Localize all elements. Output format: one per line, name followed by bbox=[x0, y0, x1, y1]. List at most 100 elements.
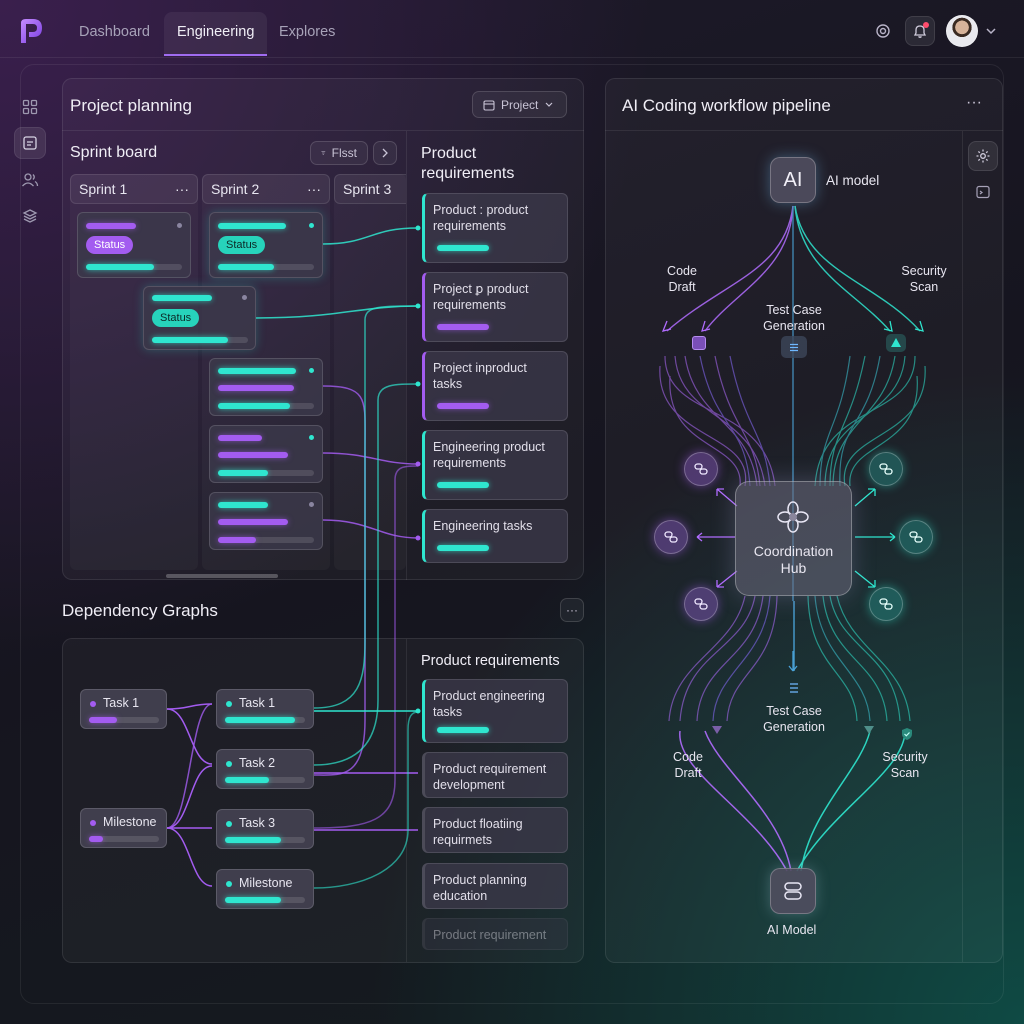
workspace-frame bbox=[20, 64, 1004, 1004]
requirement-text: Product planning education bbox=[433, 873, 527, 903]
requirement-text: Engineering tasks bbox=[433, 519, 533, 533]
more-icon: ··· bbox=[566, 603, 578, 617]
test-case-icon[interactable] bbox=[781, 336, 807, 358]
task-card[interactable]: Status bbox=[209, 212, 323, 278]
requirements-title: Product requirements bbox=[421, 145, 515, 182]
requirement-card-partial[interactable]: Product requirement bbox=[422, 918, 568, 950]
filter-icon bbox=[321, 151, 326, 155]
requirement-text: Project inproduct tasks bbox=[433, 361, 527, 391]
more-icon[interactable]: ··· bbox=[175, 181, 189, 197]
dependency-graphs-title: Dependency Graphs bbox=[62, 601, 218, 620]
agent-node[interactable] bbox=[684, 587, 718, 621]
graph-node[interactable]: Task 1 bbox=[216, 689, 314, 729]
graph-node[interactable]: Task 3 bbox=[216, 809, 314, 849]
requirement-text: Engineering product requirements bbox=[433, 440, 545, 470]
more-button[interactable]: ··· bbox=[966, 94, 982, 111]
sprint-label: Sprint 1 bbox=[79, 181, 128, 197]
horizontal-scrollbar[interactable] bbox=[166, 574, 278, 578]
ai-model-node[interactable]: AI bbox=[770, 157, 816, 203]
divider bbox=[406, 639, 407, 962]
top-navigation-bar bbox=[0, 0, 1024, 58]
next-button[interactable] bbox=[373, 141, 397, 165]
task-card[interactable] bbox=[209, 358, 323, 416]
sprint-2-header[interactable]: Sprint 2··· bbox=[202, 174, 330, 204]
filter-button[interactable]: Flsst bbox=[310, 141, 368, 165]
status-badge: Status bbox=[86, 236, 134, 254]
project-dropdown[interactable]: Project bbox=[472, 91, 567, 118]
sprint-3-header[interactable]: Sprint 3 bbox=[334, 174, 406, 204]
agent-node[interactable] bbox=[869, 452, 903, 486]
requirement-card[interactable]: Product engineering tasks bbox=[422, 679, 568, 743]
agent-node[interactable] bbox=[654, 520, 688, 554]
task-card[interactable] bbox=[209, 425, 323, 483]
graph-node[interactable]: Task 2 bbox=[216, 749, 314, 789]
sidebar-item-layers[interactable] bbox=[14, 200, 46, 232]
help-button[interactable] bbox=[868, 16, 898, 46]
tab-dashboard[interactable]: Dashboard bbox=[79, 24, 150, 40]
ai-model-output-node[interactable] bbox=[770, 868, 816, 914]
more-icon[interactable]: ··· bbox=[307, 181, 321, 197]
sidebar-item-grid[interactable] bbox=[14, 91, 46, 123]
agent-node[interactable] bbox=[869, 587, 903, 621]
requirement-card[interactable]: Engineering product requirements bbox=[422, 430, 568, 500]
chevron-right-icon bbox=[382, 148, 388, 158]
requirement-card[interactable]: Product requirement development bbox=[422, 752, 568, 798]
tab-engineering[interactable]: Engineering bbox=[164, 12, 268, 56]
node-label: Milestone bbox=[103, 815, 157, 829]
link-icon bbox=[664, 531, 678, 543]
notifications-button[interactable] bbox=[905, 16, 935, 46]
requirement-card[interactable]: Product planning education bbox=[422, 863, 568, 909]
ai-model-bottom-label: AI Model bbox=[767, 923, 817, 937]
link-icon bbox=[909, 531, 923, 543]
requirement-card[interactable]: Engineering tasks bbox=[422, 509, 568, 563]
requirement-card[interactable]: Project ꝑ product requirements bbox=[422, 272, 568, 342]
dependency-connectors bbox=[166, 225, 421, 889]
node-label: Task 2 bbox=[239, 756, 276, 770]
node-label: Task 1 bbox=[239, 696, 276, 710]
requirement-card[interactable]: Product : product requirements bbox=[422, 193, 568, 263]
agent-node[interactable] bbox=[684, 452, 718, 486]
terminal-button[interactable] bbox=[968, 177, 998, 207]
task-card[interactable]: Status bbox=[77, 212, 191, 278]
link-icon bbox=[694, 463, 708, 475]
funnel-icon bbox=[864, 726, 874, 734]
code-draft-icon[interactable] bbox=[692, 336, 706, 350]
task-card[interactable] bbox=[209, 492, 323, 550]
agent-node[interactable] bbox=[899, 520, 933, 554]
sprint-1-header[interactable]: Sprint 1 ··· bbox=[70, 174, 198, 204]
divider bbox=[605, 130, 1003, 131]
more-button[interactable]: ··· bbox=[560, 598, 584, 622]
document-icon bbox=[23, 136, 37, 150]
chevron-down-icon[interactable] bbox=[985, 26, 997, 36]
project-planning-panel bbox=[62, 78, 584, 580]
dependency-graph-panel bbox=[62, 638, 584, 963]
terminal-icon bbox=[976, 185, 990, 199]
graph-node-milestone[interactable]: Milestone bbox=[80, 808, 167, 848]
settings-button[interactable] bbox=[968, 141, 998, 171]
tab-explores[interactable]: Explores bbox=[279, 24, 336, 40]
status-badge: Status bbox=[152, 309, 200, 327]
graph-node-milestone[interactable]: Milestone bbox=[216, 869, 314, 909]
task-card-dragging[interactable]: Status bbox=[143, 286, 256, 350]
graph-node[interactable]: Task 1 bbox=[80, 689, 167, 729]
requirement-card[interactable]: Product floatiing requirmets bbox=[422, 807, 568, 853]
ai-pipeline-title: AI Coding workflow pipeline bbox=[622, 96, 831, 115]
requirement-text: Product : product requirements bbox=[433, 203, 529, 233]
status-badge: Status bbox=[218, 236, 266, 254]
requirement-text: Product floatiing requirmets bbox=[433, 817, 523, 847]
requirement-text: Product engineering tasks bbox=[433, 689, 545, 719]
sprint-board-title: Sprint board bbox=[70, 144, 158, 161]
security-scan-icon[interactable] bbox=[886, 334, 906, 352]
coordination-hub[interactable] bbox=[735, 481, 852, 596]
pipeline-flow-lines bbox=[659, 205, 926, 872]
app-logo-icon[interactable] bbox=[18, 17, 44, 45]
sidebar-item-projects[interactable] bbox=[14, 127, 46, 159]
user-avatar[interactable] bbox=[946, 15, 978, 47]
divider bbox=[962, 131, 963, 962]
requirement-card[interactable]: Project inproduct tasks bbox=[422, 351, 568, 421]
sidebar-item-team[interactable] bbox=[14, 164, 46, 196]
shield-check-icon bbox=[902, 728, 912, 740]
